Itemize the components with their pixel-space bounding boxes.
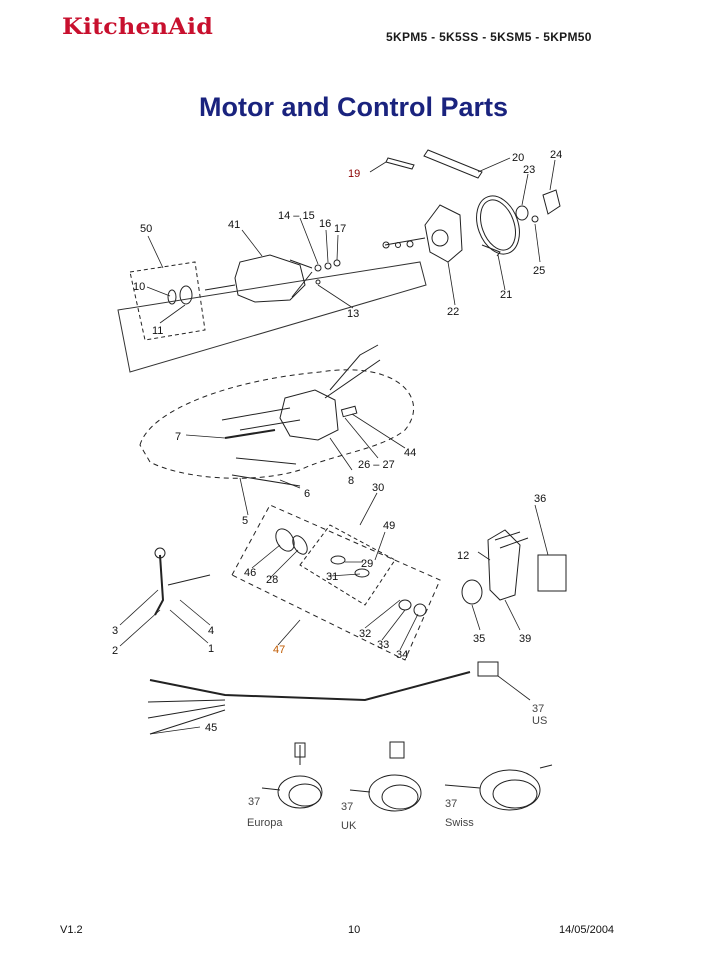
label-part-35: 35 [473,633,485,645]
label-part-24: 24 [550,149,562,161]
label-part-11: 11 [152,325,163,337]
label-part-30: 30 [372,482,384,494]
part-47-group [231,504,441,661]
label-part-17: 17 [334,223,346,235]
label-part-31: 31 [326,571,338,583]
label-part-47: 47 [273,644,285,656]
label-part-5: 5 [242,515,248,527]
europa-cord [261,742,323,809]
part-6-wire [235,457,297,465]
label-part-21: 21 [500,289,512,301]
label-part-39: 39 [519,633,531,645]
label-part-6: 6 [304,488,310,500]
us-plug [477,661,499,677]
label-uk-cord: UK [341,820,357,832]
label-part-19: 19 [348,168,360,180]
label-part-2: 2 [112,645,118,657]
page-number: 10 [348,924,361,936]
label-uk-cord-number: 37 [341,801,353,813]
part-4-spring [167,574,211,586]
label-part-44: 44 [404,447,416,459]
label-us-cord: US [532,715,547,727]
label-part-49: 49 [383,520,395,532]
page-title: Motor and Control Parts [199,92,508,122]
label-part-36: 36 [534,493,546,505]
part-20-strip [423,149,483,179]
label-europa-cord-number: 37 [248,796,260,808]
label-part-50: 50 [140,223,152,235]
label-part-20: 20 [512,152,524,164]
label-part-33: 33 [377,639,389,651]
label-part-3: 3 [112,625,118,637]
label-part-16: 16 [319,218,331,230]
part-44 [340,405,358,418]
label-part-10: 10 [133,281,145,293]
us-power-cord [149,671,471,702]
part-7 [224,429,276,439]
label-part-34: 34 [396,649,408,661]
version-label: V1.2 [60,924,83,936]
label-part-23: 23 [523,164,535,176]
part-50-group [129,261,206,341]
label-swiss-cord-number: 37 [445,798,457,810]
part-35 [461,579,483,605]
label-part-1: 1 [208,643,214,655]
part-41-armature [234,254,306,303]
part-8-field [279,389,339,441]
swiss-cord [444,764,553,811]
part-21-ring [476,195,520,255]
label-part-7: 7 [175,431,181,443]
part-49-group [299,524,396,606]
label-part-4: 4 [208,625,214,637]
label-europa-cord: Europa [247,817,283,829]
part-23 [515,205,529,221]
part-24 [542,189,561,215]
label-part-14-15: 14 – 15 [278,210,315,222]
label-part-32: 32 [359,628,371,640]
label-part-41: 41 [228,219,240,231]
part-25 [531,215,539,223]
part-36 [537,554,567,592]
label-swiss-cord: Swiss [445,817,474,829]
label-part-25: 25 [533,265,545,277]
label-part-26-27: 26 – 27 [358,459,395,471]
part-5-wire [231,474,301,487]
label-part-8: 8 [348,475,354,487]
label-part-12: 12 [457,550,469,562]
label-part-45: 45 [205,722,217,734]
part-19-strip [385,157,415,170]
kitchenaid-logo: KitchenAid [62,14,214,40]
label-us-cord-number: 37 [532,703,544,715]
label-part-46: 46 [244,567,256,579]
part-39-board [487,529,521,601]
label-part-29: 29 [361,558,373,570]
speed-lever [154,554,165,616]
revision-date: 14/05/2004 [559,924,615,936]
uk-cord [349,741,422,812]
label-part-22: 22 [447,306,459,318]
label-part-28: 28 [266,574,278,586]
model-numbers: 5KPM5 - 5K5SS - 5KSM5 - 5KPM50 [386,30,592,44]
part-22-end-shield [424,204,463,263]
label-part-13: 13 [347,308,359,320]
